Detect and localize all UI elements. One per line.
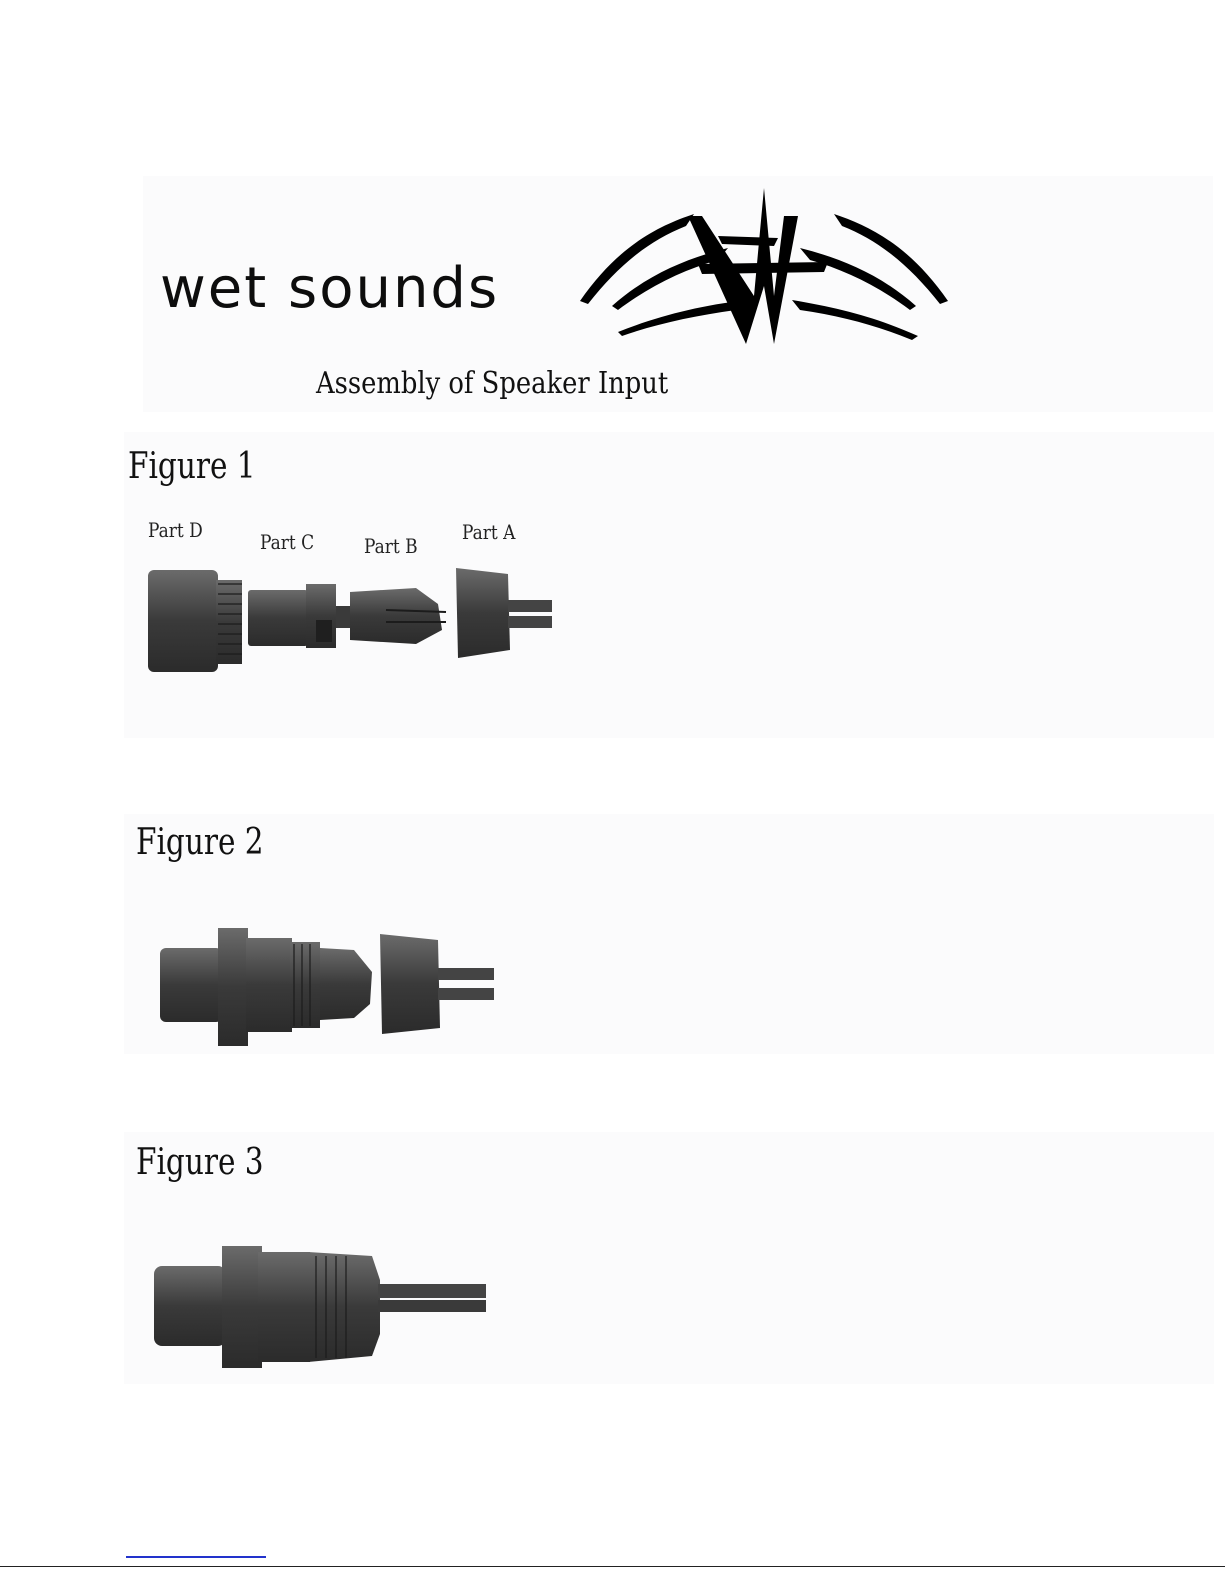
part-b-label: Part B bbox=[364, 534, 418, 558]
part-d-label: Part D bbox=[148, 518, 203, 542]
figure-2-title: Figure 2 bbox=[136, 822, 264, 863]
document-title: Assembly of Speaker Input bbox=[316, 366, 668, 401]
part-d-housing bbox=[148, 570, 242, 672]
figure-3-title: Figure 3 bbox=[136, 1142, 264, 1183]
brand-logo bbox=[578, 186, 950, 348]
part-b-clamp bbox=[336, 588, 446, 644]
footer-link-underline[interactable] bbox=[126, 1556, 266, 1558]
figure-1-exploded-connector bbox=[146, 560, 556, 676]
brand-name: wet sounds bbox=[160, 256, 499, 321]
figure-2-partial-assembly bbox=[158, 924, 498, 1048]
footer-divider bbox=[0, 1566, 1225, 1567]
part-a-cap bbox=[456, 568, 552, 658]
part-c-insert bbox=[248, 584, 336, 648]
part-c-label: Part C bbox=[260, 530, 314, 554]
part-a-label: Part A bbox=[462, 520, 515, 544]
figure-3-full-assembly bbox=[152, 1240, 490, 1372]
figure-1-title: Figure 1 bbox=[128, 446, 256, 487]
